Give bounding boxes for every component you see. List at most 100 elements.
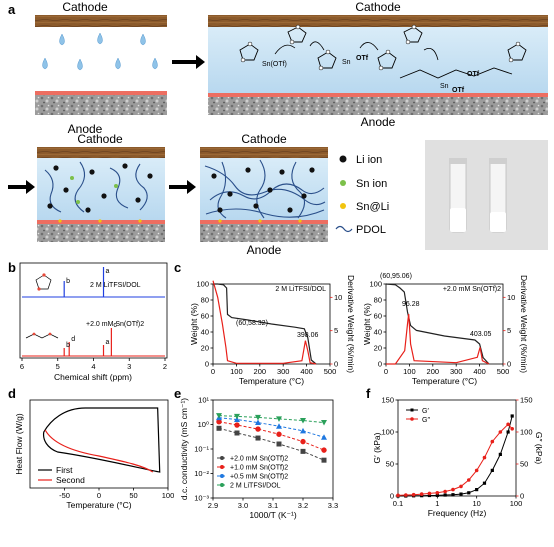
data-point: [276, 431, 282, 437]
y-tick-label: 60: [201, 312, 209, 321]
y-tick-label: 0: [378, 360, 382, 369]
y-axis-title: Weight (%): [189, 303, 199, 345]
data-point: [300, 427, 306, 434]
g-prime-point: [467, 491, 471, 495]
nmr-molecule-2: [25, 332, 59, 339]
tga-left-annotation: (60,58.32): [236, 320, 268, 327]
x-tick-label: 500: [324, 367, 337, 376]
sn-ion-dot-icon: [340, 180, 346, 186]
x-tick-label: 100: [510, 499, 523, 508]
x-tick-label: 1: [435, 499, 439, 508]
y2-tick-label: 0: [520, 492, 524, 501]
data-point: [276, 416, 282, 422]
nmr-peak-label: b: [66, 278, 70, 285]
y-tick-label: 10⁻²: [194, 469, 209, 478]
g-prime-point: [490, 468, 494, 472]
plot-frame: [212, 283, 331, 365]
g-double-prime-point: [443, 489, 447, 494]
x-tick-label: 50: [129, 491, 137, 500]
series-fit-line: [218, 421, 325, 451]
y-axis-title: d.c. conductivity (mS cm⁻¹): [179, 398, 189, 500]
y-tick-label: 10⁻¹: [194, 445, 209, 454]
cell-3-sn-ions: [70, 176, 118, 204]
y2-tick-label: 0: [507, 360, 511, 369]
y2-tick-label: 10: [507, 293, 515, 302]
g-double-prime-point: [419, 492, 424, 496]
x-axis-title: Temperature (°C): [66, 500, 131, 510]
y-tick-label: 20: [374, 344, 382, 353]
data-point: [276, 441, 282, 447]
g-prime-point: [482, 481, 487, 485]
y-axis-title: Heat Flow (W/g): [14, 413, 24, 475]
y2-tick-label: 10: [334, 293, 342, 302]
nmr-x-tick-label: 3: [127, 362, 131, 371]
data-point: [234, 430, 240, 436]
nmr-peak-label: d: [71, 336, 75, 343]
x-tick-label: 200: [254, 367, 267, 376]
tga-right-annotation: 403.05: [470, 331, 492, 338]
x-tick-label: 0.1: [393, 499, 403, 508]
x-tick-label: 0: [384, 367, 388, 376]
g-prime-point: [451, 493, 455, 497]
g-double-prime-point: [506, 422, 510, 427]
series-fit-line: [218, 417, 325, 438]
legend-marker: [220, 474, 224, 478]
cell-1-cathode-label: Cathode: [62, 0, 108, 14]
y-tick-label: 0: [205, 360, 209, 369]
cell-2-anode-label: Anode: [361, 115, 396, 129]
y-tick-label: 10¹: [198, 396, 209, 405]
y-tick-label: 20: [201, 344, 209, 353]
y2-axis-title: Derivative Weight (%/min): [519, 275, 529, 373]
g-double-prime-point: [411, 492, 416, 497]
cell-1-anode: [35, 95, 167, 115]
g-prime-point: [443, 493, 447, 497]
cell-2-cathode-label: Cathode: [355, 0, 401, 14]
data-point: [216, 413, 222, 419]
legend-pdol: PDOL: [356, 224, 386, 236]
g-prime-point: [498, 452, 502, 456]
cell-2-polymerization: Cathode Sn(OTf) Sn OTf Sn: [208, 0, 548, 129]
y-tick-label: 40: [374, 328, 382, 337]
y-tick-label: 150: [381, 396, 394, 405]
x-tick-label: 0: [211, 367, 215, 376]
cell-4-cathode-label: Cathode: [241, 132, 287, 146]
nmr-series-1-label: 2 M LiTFSI/DOL: [90, 282, 141, 289]
legend-label: +1.0 mM Sn(OTf)2: [230, 465, 288, 472]
y2-tick-label: 100: [520, 428, 533, 437]
cell-2-cathode: [208, 15, 548, 27]
x-tick-label: -50: [59, 491, 70, 500]
g-double-prime-point: [474, 468, 479, 473]
y-tick-label: 10⁻³: [194, 494, 209, 503]
y-tick-label: 80: [201, 296, 209, 305]
cell-3-anode: [37, 224, 165, 242]
cell-4-li-ions: [211, 167, 315, 213]
data-point: [216, 425, 222, 431]
x-tick-label: 300: [450, 367, 463, 376]
legend-sn-ion: Sn ion: [356, 178, 387, 190]
x-tick-label: 10: [472, 499, 480, 508]
data-point: [255, 414, 261, 421]
x-tick-label: 3.2: [298, 501, 308, 510]
data-point: [300, 438, 306, 445]
nmr-molecule-1: [35, 273, 52, 291]
y2-tick-label: 5: [334, 326, 338, 335]
g-prime-point: [475, 488, 479, 492]
x-tick-label: 200: [427, 367, 440, 376]
otf-label-3: OTf: [467, 71, 480, 78]
li-ion-dot-icon: [339, 155, 347, 163]
nmr-x-tick-label: 4: [91, 362, 95, 371]
dsc-second-curve: [44, 429, 154, 473]
g-double-prime-point: [404, 493, 408, 497]
cell-3-cathode-label: Cathode: [77, 132, 123, 146]
x-tick-label: 300: [277, 367, 290, 376]
panel-a-label: a: [8, 2, 16, 17]
cell-4-full-gel: Cathode Anode: [200, 132, 328, 257]
data-point: [255, 435, 261, 441]
